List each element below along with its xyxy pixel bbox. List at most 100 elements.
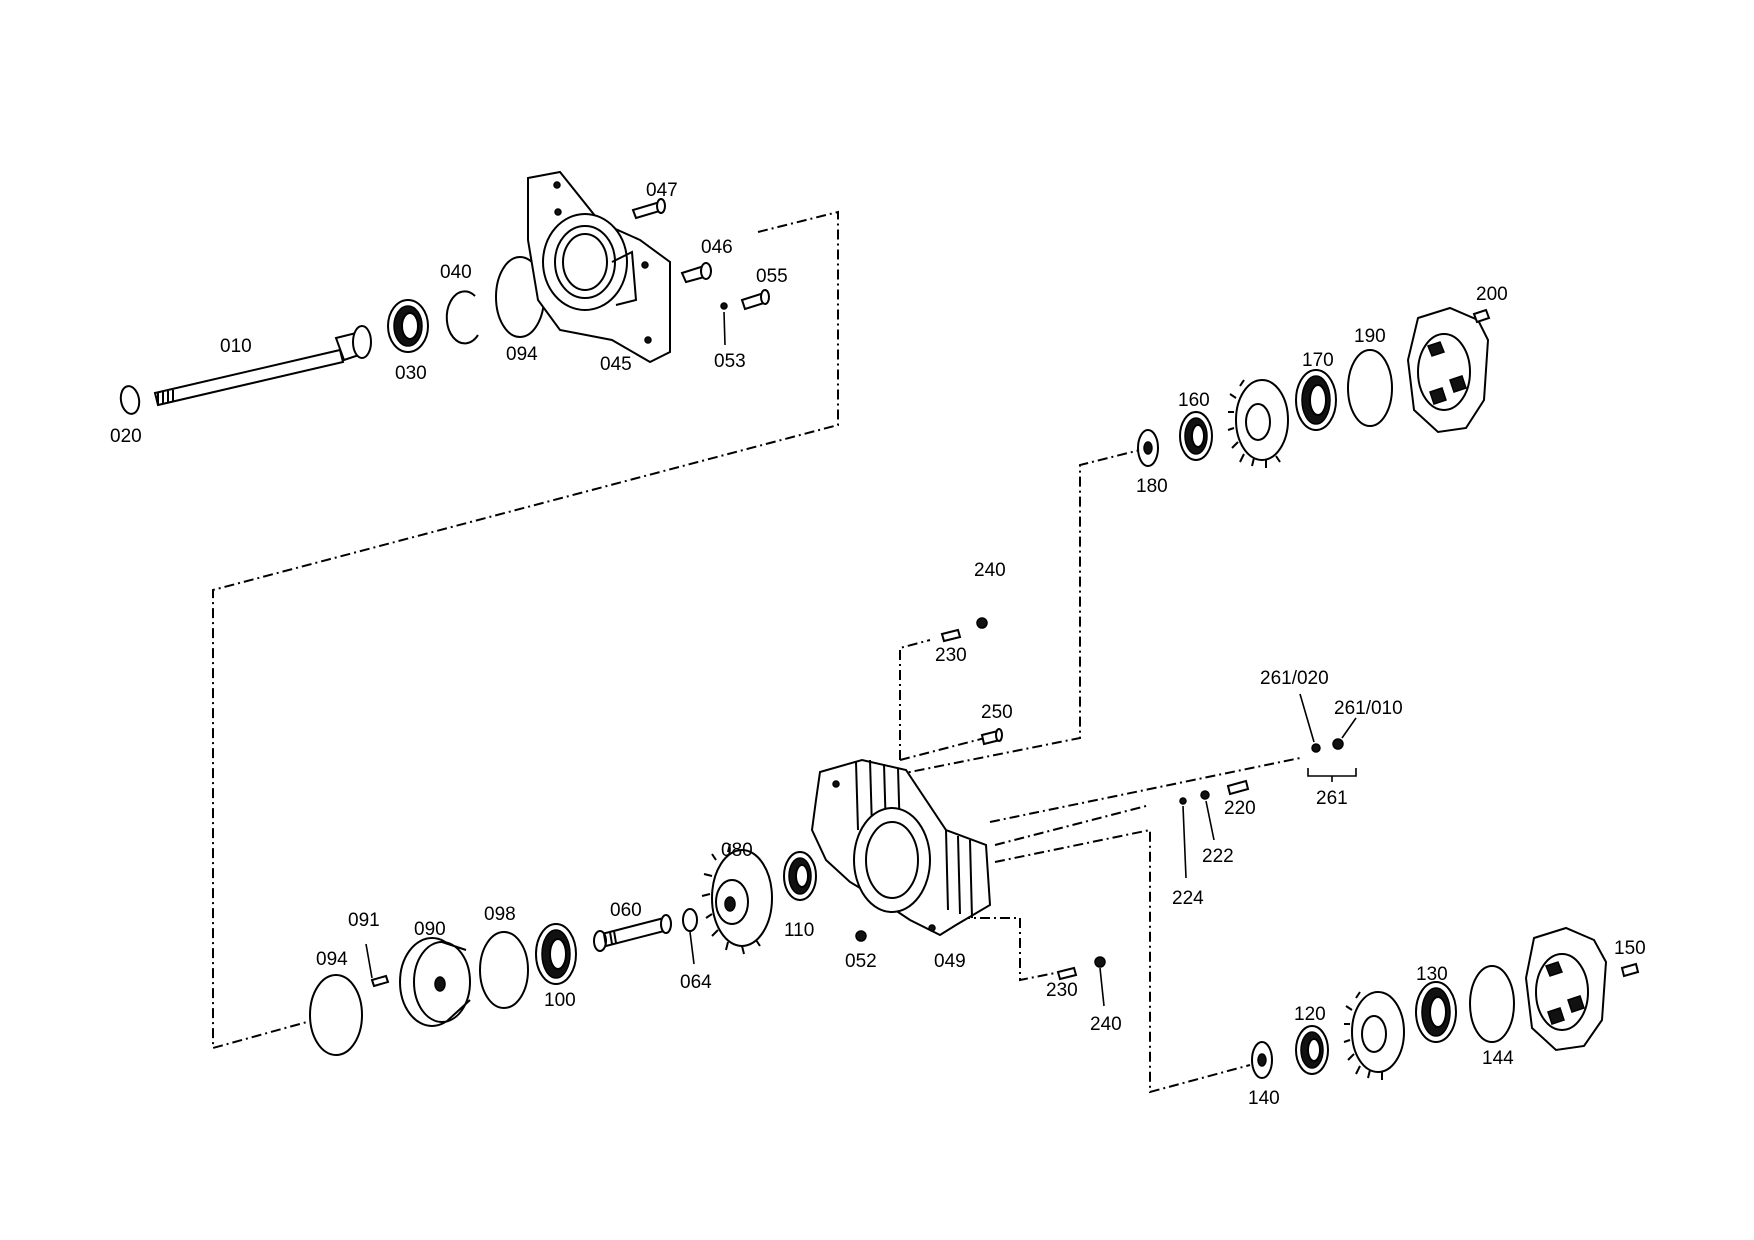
part-222-ball: [1200, 790, 1210, 800]
part-144-seal: [1469, 965, 1515, 1043]
label-144: 144: [1482, 1048, 1514, 1069]
part-200-bolt: [1472, 308, 1491, 324]
part-049-housing: [810, 758, 992, 937]
leader-261-010: [1341, 717, 1357, 739]
label-150: 150: [1614, 938, 1646, 959]
label-098: 098: [484, 904, 516, 925]
part-091-pin: [370, 974, 390, 988]
label-053: 053: [714, 351, 746, 372]
part-180-washer: [1137, 429, 1159, 467]
part-261-020-ball: [1311, 743, 1321, 753]
part-230-pin-upper: [940, 628, 962, 643]
part-064-ring: [682, 908, 698, 932]
part-045-housing: [527, 170, 671, 364]
part-gear-upper: [1227, 379, 1289, 468]
label-190: 190: [1354, 326, 1386, 347]
axis-line-261: [989, 757, 1301, 823]
label-250: 250: [981, 702, 1013, 723]
label-090: 090: [414, 919, 446, 940]
part-040-circlip: [445, 290, 479, 345]
part-020-ring: [119, 385, 141, 415]
axis-line-220: [994, 804, 1151, 846]
part-047-bolt: [631, 198, 666, 220]
part-053-ball: [720, 302, 728, 310]
part-080-gear: [701, 843, 773, 955]
part-090-carrier: [399, 937, 471, 1027]
part-gear-lower: [1343, 991, 1405, 1080]
label-220: 220: [1224, 798, 1256, 819]
part-120-bearing: [1295, 1025, 1329, 1075]
part-094-seal-lower: [309, 974, 363, 1056]
axis-line-upper-gear: [894, 449, 1141, 776]
part-100-bearing: [535, 923, 577, 985]
label-120: 120: [1294, 1004, 1326, 1025]
label-052: 052: [845, 951, 877, 972]
part-190-seal: [1347, 349, 1393, 427]
leader-064: [689, 931, 695, 965]
label-091: 091: [348, 910, 380, 931]
part-010-shaft: [153, 325, 372, 407]
label-030: 030: [395, 363, 427, 384]
label-080: 080: [721, 840, 753, 861]
label-020: 020: [110, 426, 142, 447]
part-052-plug: [855, 930, 867, 942]
part-240-plug-upper: [976, 617, 988, 629]
part-030-bearing: [387, 299, 429, 353]
label-230-upper: 230: [935, 645, 967, 666]
label-094-upper: 094: [506, 344, 538, 365]
axis-line-plug-lower: [960, 917, 1061, 982]
label-160: 160: [1178, 390, 1210, 411]
leader-222: [1205, 800, 1215, 841]
label-240-upper: 240: [974, 560, 1006, 581]
leader-lines: [365, 311, 1357, 1007]
label-224: 224: [1172, 888, 1204, 909]
leader-053: [723, 311, 726, 346]
part-150-bolt: [1620, 962, 1640, 978]
part-160-bearing: [1179, 411, 1213, 461]
label-049: 049: [934, 951, 966, 972]
leader-240-lower: [1099, 967, 1105, 1007]
label-046: 046: [701, 237, 733, 258]
label-230-lower: 230: [1046, 980, 1078, 1001]
label-064: 064: [680, 972, 712, 993]
label-200: 200: [1476, 284, 1508, 305]
leader-261-020: [1299, 693, 1315, 743]
leader-091: [365, 943, 373, 979]
part-240-plug-lower: [1094, 956, 1106, 968]
part-labels: 010 020 030 040 094 045 047 046 055 053 …: [110, 180, 1646, 1109]
part-250-screw: [980, 728, 1003, 746]
label-055: 055: [756, 266, 788, 287]
part-130-bearing: [1415, 981, 1457, 1043]
part-110-bearing: [783, 851, 817, 901]
label-040: 040: [440, 262, 472, 283]
label-261-020: 261/020: [1260, 668, 1329, 689]
assembly-axis-lines: [212, 210, 1301, 1094]
part-046-bolt: [680, 262, 712, 284]
part-cover-upper: [1406, 306, 1490, 434]
label-222: 222: [1202, 846, 1234, 867]
part-055-bolt: [740, 289, 770, 311]
label-010: 010: [220, 336, 252, 357]
part-261-bracket: [1307, 768, 1357, 782]
part-220-screw: [1226, 779, 1250, 796]
part-140-washer: [1251, 1041, 1273, 1079]
part-230-pin-lower: [1056, 966, 1078, 981]
part-261-010-ball: [1332, 738, 1344, 750]
axis-line-lower-gear: [994, 828, 1251, 1094]
label-180: 180: [1136, 476, 1168, 497]
label-110: 110: [784, 920, 814, 941]
label-261: 261: [1316, 788, 1348, 809]
label-170: 170: [1302, 350, 1334, 371]
label-045: 045: [600, 354, 632, 375]
label-130: 130: [1416, 964, 1448, 985]
part-cover-lower: [1524, 926, 1608, 1052]
label-060: 060: [610, 900, 642, 921]
label-100: 100: [544, 990, 576, 1011]
label-261-010: 261/010: [1334, 698, 1403, 719]
part-060-shaft: [593, 914, 672, 952]
leader-224: [1182, 805, 1187, 879]
label-094-lower: 094: [316, 949, 348, 970]
part-170-bearing: [1295, 369, 1337, 431]
